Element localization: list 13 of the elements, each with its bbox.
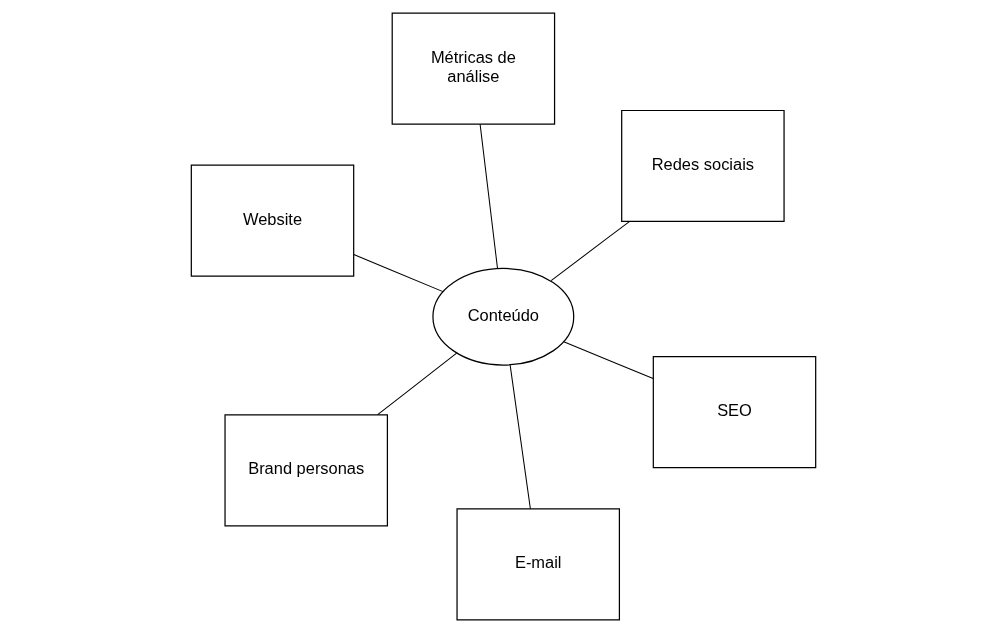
connector bbox=[509, 364, 531, 509]
node-ellipse: Conteúdo bbox=[432, 267, 575, 366]
node-box: SEO bbox=[652, 355, 817, 468]
connector bbox=[353, 253, 444, 292]
node-box: Redes sociais bbox=[621, 109, 785, 222]
connector bbox=[550, 220, 630, 281]
connector bbox=[563, 340, 654, 379]
node-box: Website bbox=[190, 164, 355, 277]
connector bbox=[377, 352, 458, 415]
connector bbox=[479, 123, 499, 269]
node-box: E-mail bbox=[456, 507, 621, 620]
node-box: Brand personas bbox=[224, 413, 388, 526]
node-box: Métricas de análise bbox=[391, 12, 556, 125]
